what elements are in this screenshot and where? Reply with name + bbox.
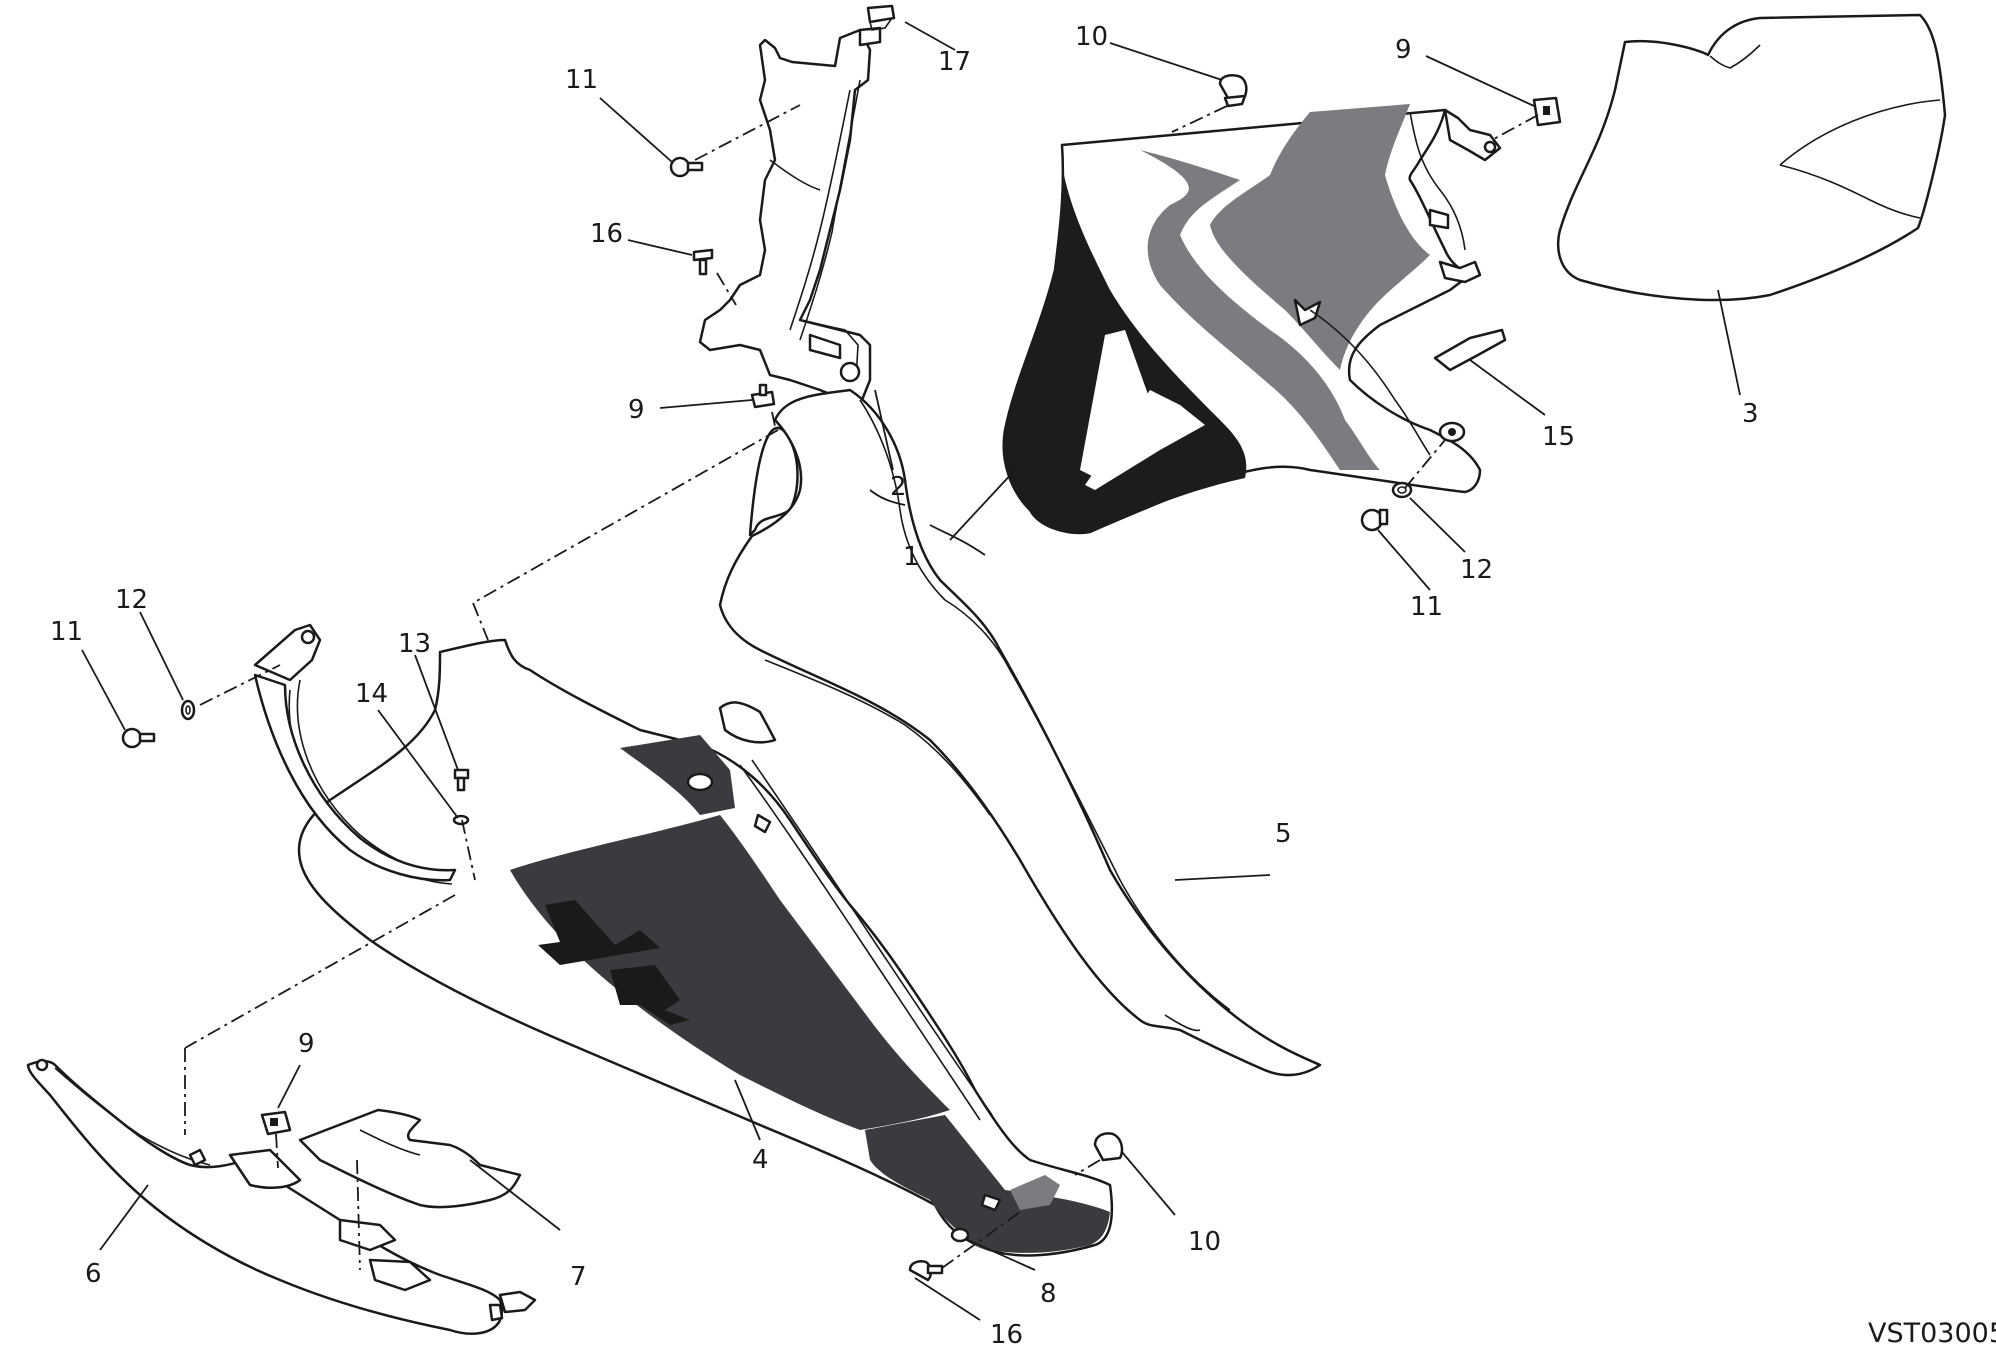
drawing-code: VST03005	[1868, 1318, 1996, 1349]
part-10-plug-bottom	[1093, 1132, 1124, 1162]
callout-16-bottom: 16	[990, 1320, 1023, 1350]
part-16-screw-bottom	[908, 1260, 944, 1282]
part-2-inner-bracket	[698, 26, 882, 412]
part-17-clip	[866, 4, 896, 31]
callout-14: 14	[355, 679, 388, 709]
part-5-lower-side-panel	[718, 388, 1322, 1077]
part-9-clip-top	[750, 383, 776, 409]
callout-5: 5	[1275, 819, 1292, 849]
callout-16-top: 16	[590, 219, 623, 249]
part-16-screw-top	[692, 248, 714, 276]
part-15-small-insert	[1433, 328, 1507, 372]
part-14-washer	[452, 814, 470, 826]
callout-8: 8	[1040, 1279, 1057, 1309]
v4-logo: V4	[538, 900, 690, 1025]
callout-12-right: 12	[1460, 555, 1493, 585]
belly-pan-mount-tab	[253, 623, 457, 885]
callout-13: 13	[398, 629, 431, 659]
part-7-deflector	[228, 1108, 522, 1292]
part-13-screw	[453, 768, 470, 792]
callout-1: 1	[903, 542, 920, 572]
callout-labels: 10 9 11 17 16 9 2 1 3 15 12 11 11 12 13 …	[50, 22, 1759, 1350]
callout-10-top: 10	[1075, 22, 1108, 52]
part-10-plug-top	[1218, 74, 1248, 108]
leader-lines	[81, 21, 1741, 1321]
callout-7: 7	[570, 1262, 587, 1292]
callout-9-top-right: 9	[1395, 35, 1412, 65]
callout-2: 2	[890, 472, 907, 502]
assembly-lines	[184, 104, 1539, 1271]
callout-6: 6	[85, 1259, 102, 1289]
part-8-washer-bottom	[950, 1227, 970, 1243]
callout-3: 3	[1742, 399, 1759, 429]
callout-10-bottom: 10	[1188, 1227, 1221, 1257]
callout-4: 4	[752, 1145, 769, 1175]
part-12-washer-left	[180, 699, 196, 721]
part-4-belly-pan	[297, 638, 1114, 1257]
part-11-screw-top	[669, 156, 704, 178]
callout-12-left: 12	[115, 585, 148, 615]
callout-11-left: 11	[50, 617, 83, 647]
callout-11-right: 11	[1410, 592, 1443, 622]
callout-9-lower: 9	[298, 1029, 315, 1059]
callout-17: 17	[938, 47, 971, 77]
part-9-clip-right	[1532, 96, 1562, 127]
callout-11-top-left: 11	[565, 65, 598, 95]
part-3-side-panel	[1556, 13, 1947, 302]
part-11-screw-right	[1360, 508, 1389, 532]
part-9-clip-bottom	[260, 1110, 292, 1136]
callout-15: 15	[1542, 422, 1575, 452]
part-1-upper-fairing	[1002, 104, 1502, 535]
callout-9-bracket: 9	[628, 395, 645, 425]
part-11-screw-left	[121, 727, 156, 749]
